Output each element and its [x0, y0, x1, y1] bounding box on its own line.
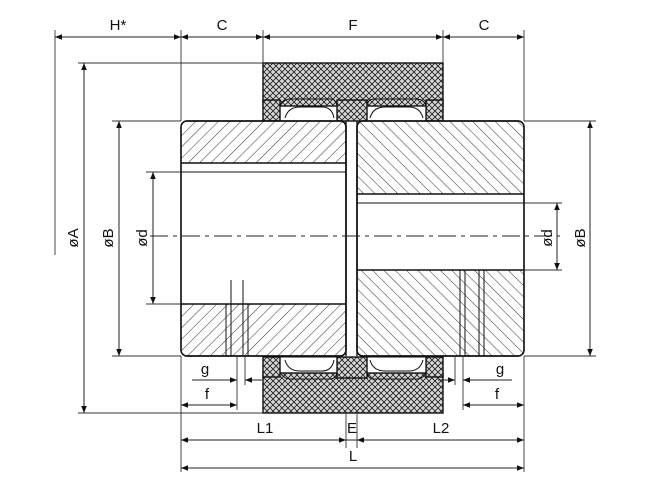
- label-dia-d-right: ød: [539, 229, 556, 247]
- label-dia-a: øA: [65, 228, 82, 247]
- dimension-lines: [55, 34, 593, 471]
- label-f-left: f: [205, 386, 210, 403]
- label-l2: L2: [433, 420, 450, 437]
- label-f: F: [348, 17, 357, 34]
- label-f-right: f: [495, 386, 500, 403]
- right-hub: [356, 120, 525, 357]
- label-dia-d-left: ød: [134, 229, 151, 247]
- label-dia-b-left: øB: [100, 228, 117, 247]
- label-g-right: g: [496, 361, 504, 378]
- label-c-right: C: [479, 17, 490, 34]
- label-e: E: [347, 420, 357, 437]
- left-hub: [180, 120, 347, 357]
- label-dia-b-right: øB: [572, 228, 589, 247]
- label-c-left: C: [217, 17, 228, 34]
- extension-lines: [54, 30, 596, 472]
- insert-pockets: [279, 98, 427, 380]
- label-h: H*: [110, 17, 127, 34]
- label-l: L: [349, 448, 357, 465]
- dimension-labels: H* C F C øA øB ød ød øB g f g f L1 E L2 …: [65, 17, 589, 465]
- label-l1: L1: [257, 420, 274, 437]
- label-g-left: g: [201, 361, 209, 378]
